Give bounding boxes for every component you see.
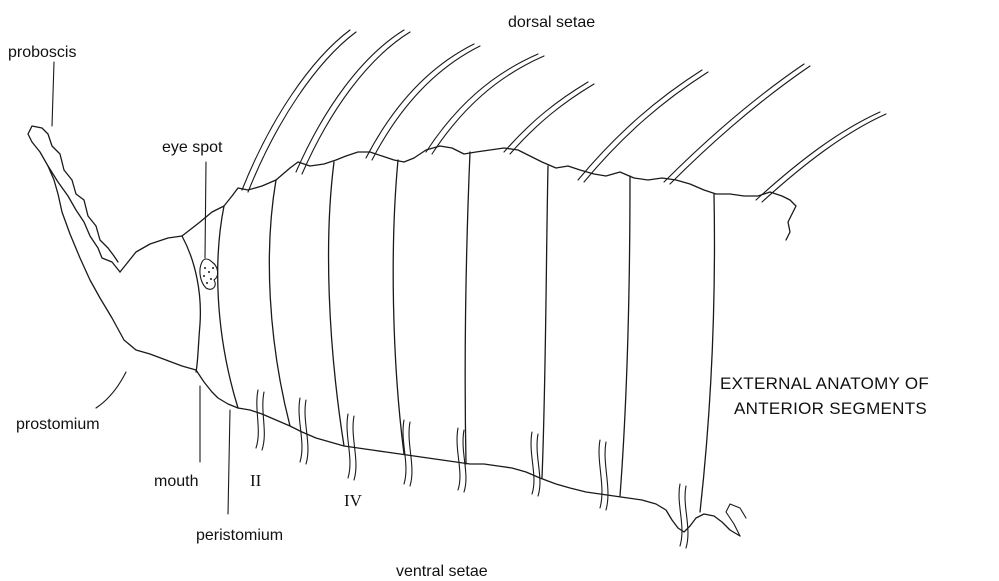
dorsal-seta: [248, 32, 356, 192]
proboscis-leader: [52, 62, 54, 126]
diagram-title-line2: ANTERIOR SEGMENTS: [734, 399, 927, 418]
ventral-seta: [679, 484, 682, 546]
segment-boundary: [269, 180, 290, 426]
dorsal-seta: [372, 46, 480, 160]
prostomium-outline: [48, 166, 196, 370]
ventral-outline: [238, 408, 740, 536]
dorsal-seta: [762, 114, 886, 202]
prostomium-label: prostomium: [16, 416, 100, 433]
ventral-seta: [685, 486, 688, 548]
ventral-seta: [256, 390, 258, 448]
ventral-seta: [305, 400, 308, 464]
segment-two-label: II: [250, 471, 262, 490]
ventral-seta: [262, 392, 264, 450]
stippled-eye-spot-icon: [200, 259, 218, 289]
ventral-seta: [299, 398, 302, 462]
proboscis-outline: [28, 126, 120, 272]
posterior-cut-edge: [726, 504, 746, 536]
ventral-setae-label: ventral setae: [396, 563, 488, 580]
segment-four-label: IV: [344, 491, 363, 510]
dorsal-seta: [510, 84, 594, 154]
ventral-seta: [599, 440, 602, 508]
ventral-seta: [605, 442, 608, 510]
mouth-notch: [196, 370, 238, 408]
segment-boundary: [393, 160, 404, 454]
dorsal-seta: [432, 56, 544, 154]
head-ring-boundary: [182, 236, 200, 372]
ventral-setae-group: [256, 390, 688, 548]
prostomium-leader: [96, 372, 126, 408]
peristomium-leader: [228, 410, 230, 514]
segment-boundary: [465, 152, 470, 464]
dorsal-seta: [296, 30, 404, 172]
segment-boundary: [542, 166, 548, 478]
mouth-label: mouth: [154, 473, 198, 490]
proboscis-head: [120, 236, 182, 272]
segment-boundary: [700, 194, 714, 512]
segment-boundary: [218, 206, 238, 408]
ventral-seta: [409, 422, 412, 486]
eye-spot-label: eye spot: [162, 139, 223, 156]
dorsal-seta: [504, 82, 588, 152]
peristomium-label: peristomium: [196, 527, 283, 544]
ventral-seta: [537, 434, 540, 496]
diagram-title-line1: EXTERNAL ANATOMY OF: [720, 374, 929, 393]
ventral-seta: [457, 428, 460, 490]
eye-spot-leader: [205, 162, 206, 258]
ventral-seta: [531, 432, 534, 494]
dorsal-setae-group: [242, 30, 886, 202]
proboscis-label: proboscis: [8, 44, 76, 61]
segment-boundary: [620, 176, 630, 496]
segment-boundary: [329, 162, 344, 446]
dorsal-setae-label: dorsal setae: [508, 14, 595, 31]
dorsal-seta: [426, 54, 538, 152]
